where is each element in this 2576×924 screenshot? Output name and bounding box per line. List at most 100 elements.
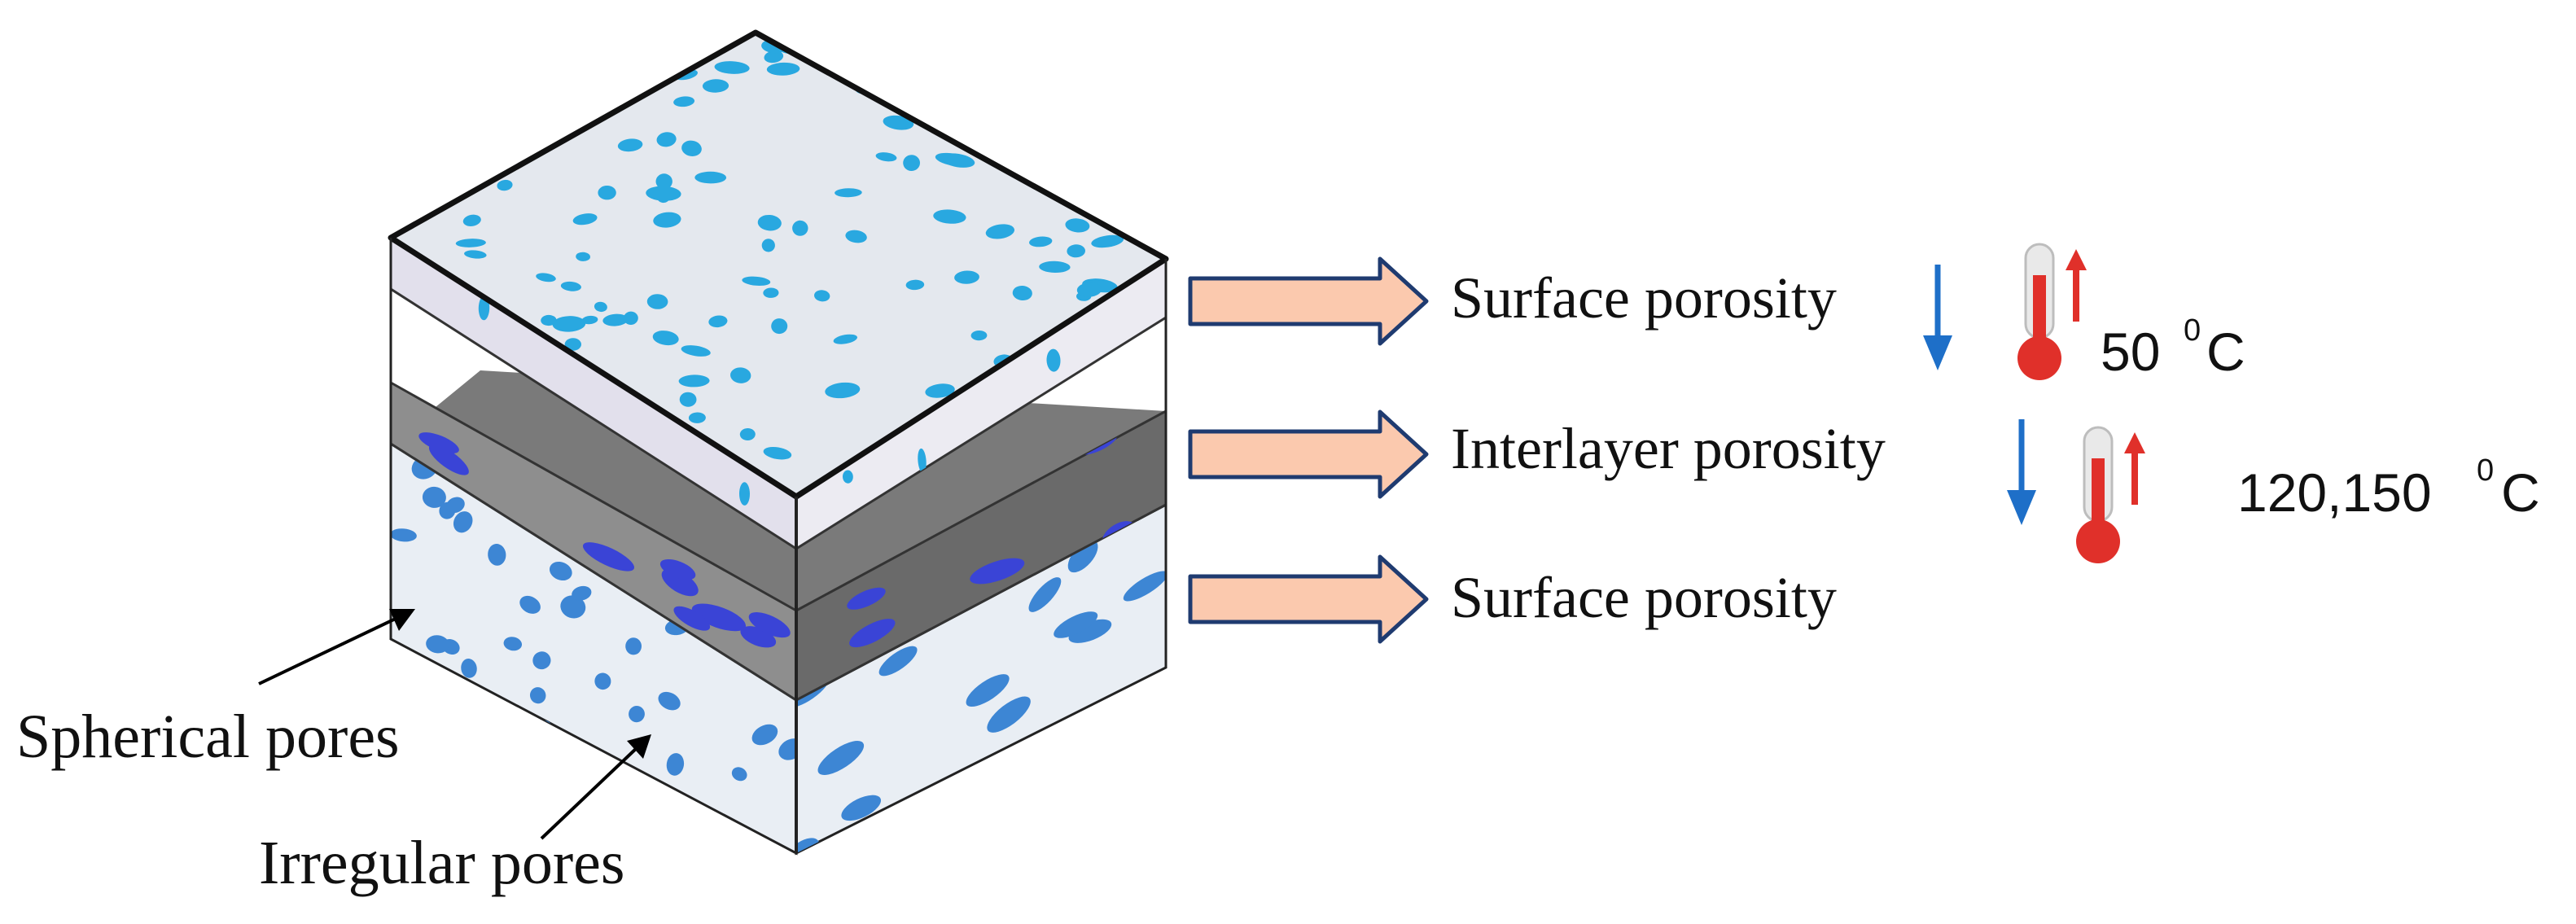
spherical-pore — [572, 585, 592, 601]
pore — [656, 132, 677, 147]
pore — [1065, 218, 1090, 233]
pore — [624, 311, 638, 326]
pore — [678, 374, 710, 388]
pore — [1070, 187, 1089, 198]
irregular-pore — [817, 741, 865, 775]
spherical-pore — [577, 771, 595, 786]
label-surface-porosity-bottom: Surface porosity — [1451, 565, 1837, 630]
pore — [428, 444, 469, 475]
irregular-pore — [1065, 742, 1097, 774]
pore — [655, 173, 672, 190]
pore — [602, 313, 629, 326]
pore — [455, 239, 486, 247]
temperature-50: 50 0 C — [2101, 313, 2245, 382]
pore — [1029, 236, 1053, 247]
pore — [576, 252, 590, 261]
thermometer-hot-icon — [2017, 243, 2087, 380]
pore — [653, 212, 681, 228]
pore — [903, 155, 920, 172]
spherical-pore — [453, 511, 473, 533]
pore — [766, 62, 800, 76]
pore — [1076, 282, 1102, 297]
pore — [564, 338, 581, 351]
spherical-pore — [442, 794, 460, 813]
irregular-pore — [1046, 832, 1089, 853]
pore — [1141, 33, 1158, 42]
spherical-pore — [629, 812, 647, 831]
irregular-pore — [966, 674, 1010, 707]
pore — [511, 96, 528, 107]
pore — [825, 382, 861, 399]
pore — [1039, 261, 1071, 274]
pore — [849, 619, 896, 648]
pore — [414, 383, 440, 394]
pore — [652, 331, 679, 346]
pore — [835, 188, 862, 198]
pore — [985, 224, 1015, 239]
pore — [935, 152, 970, 167]
pointer-irregular — [540, 734, 651, 840]
pore — [646, 186, 681, 201]
pore — [423, 145, 447, 159]
pore — [1155, 372, 1166, 393]
irregular-pore — [965, 782, 1003, 807]
pore — [970, 330, 988, 341]
label-spherical-pores: Spherical pores — [16, 703, 400, 771]
irregular-pore — [1054, 611, 1098, 638]
temp-unit: C — [2206, 322, 2245, 382]
pore — [659, 558, 696, 580]
pore — [691, 603, 747, 632]
pore — [457, 87, 471, 102]
spherical-pore — [440, 684, 463, 698]
irregular-pore — [878, 646, 918, 677]
pore — [1119, 177, 1143, 190]
pore — [757, 214, 782, 231]
pore — [957, 86, 977, 101]
pore — [610, 85, 626, 95]
pore — [646, 294, 668, 309]
pore — [462, 214, 481, 226]
pore — [833, 334, 858, 344]
pore — [446, 59, 464, 70]
pore — [875, 152, 897, 162]
pore — [918, 448, 927, 473]
temperature-120-150: 120,150 0 C — [2237, 453, 2540, 523]
pore — [814, 290, 830, 302]
pore — [1062, 103, 1076, 118]
spherical-pore — [488, 544, 506, 566]
pore — [598, 185, 616, 200]
spherical-pore — [481, 764, 498, 782]
label-interlayer-porosity: Interlayer porosity — [1451, 416, 1886, 481]
pore — [1067, 244, 1085, 258]
pore — [761, 239, 775, 252]
spherical-pore — [446, 497, 465, 514]
pore — [661, 568, 699, 597]
pore — [810, 37, 831, 50]
pore — [1012, 285, 1032, 301]
pore — [552, 316, 586, 332]
spherical-pore — [666, 753, 685, 776]
pore — [714, 61, 750, 74]
pore — [742, 276, 771, 286]
spherical-pore — [731, 767, 747, 782]
temp-degree-sup: 0 — [2184, 313, 2201, 348]
pore — [1111, 69, 1132, 79]
irregular-pore — [1067, 540, 1098, 573]
pore — [763, 287, 779, 298]
pore — [1146, 148, 1161, 163]
pore — [536, 273, 556, 282]
pore — [845, 230, 867, 243]
pore — [471, 35, 503, 44]
spherical-pore — [519, 595, 541, 614]
spherical-pore — [658, 691, 681, 711]
irregular-pore — [907, 817, 941, 839]
spherical-pore — [629, 706, 645, 723]
spherical-pore — [778, 738, 796, 760]
pore — [763, 446, 792, 460]
block-arrow-right-icon — [1188, 256, 1429, 346]
irregular-pore — [1068, 619, 1112, 643]
pore — [581, 315, 598, 325]
pore — [673, 96, 695, 107]
temp-value-120-150: 120,150 — [2237, 462, 2432, 523]
spherical-pore — [560, 595, 586, 619]
